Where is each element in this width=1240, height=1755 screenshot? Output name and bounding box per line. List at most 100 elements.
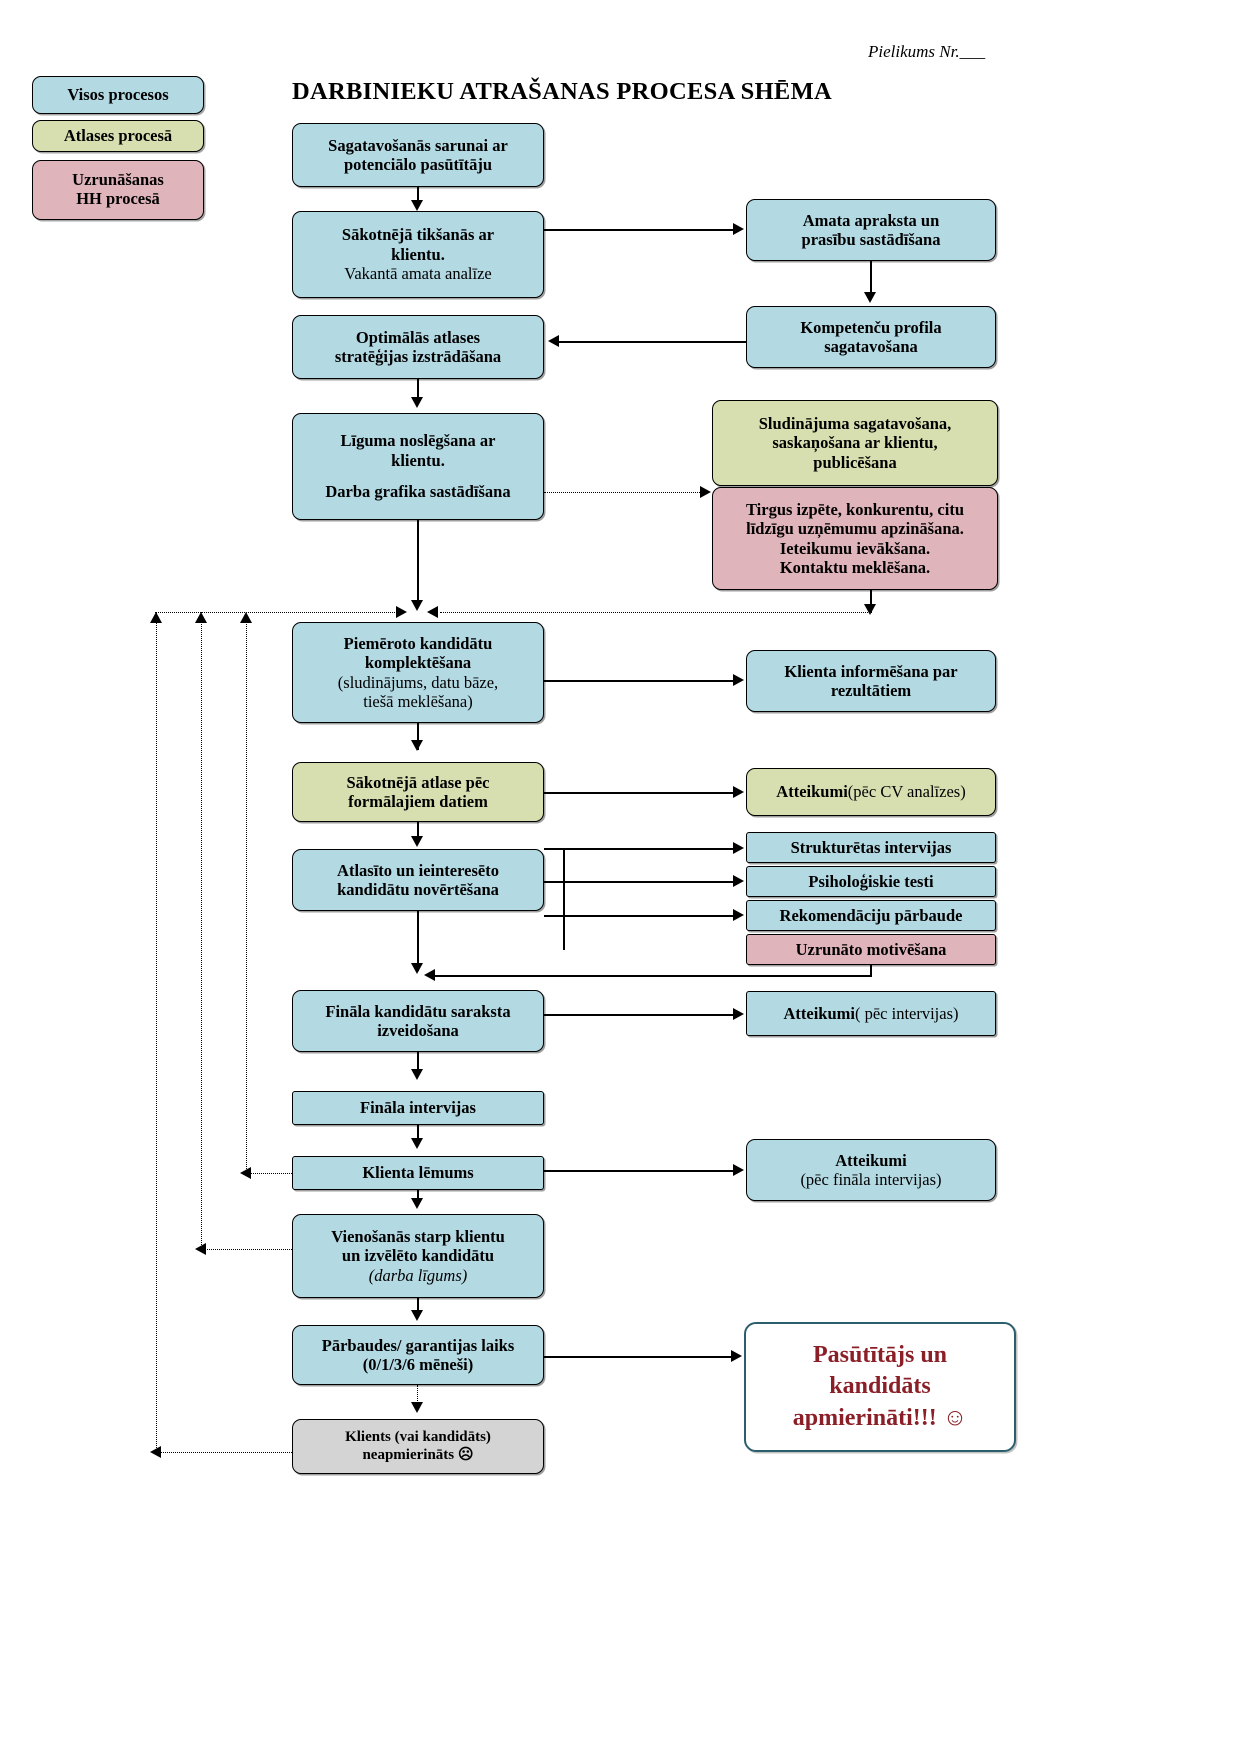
- connector-feedback-bus-dotted: [155, 612, 405, 613]
- connector-n4-n5: [417, 520, 419, 607]
- arrowhead-down: [864, 604, 876, 615]
- node-subline: (pēc CV analīzes): [847, 782, 966, 802]
- success-line: kandidāts: [829, 1373, 931, 1400]
- connector-n3-n4: [417, 379, 419, 400]
- arrowhead-right: [396, 606, 407, 618]
- node-line: Sākotnējā tikšanās ar: [341, 225, 495, 245]
- node-line: Tirgus izpēte, konkurentu, citu: [745, 499, 965, 519]
- node-line: prasību sastādīšana: [801, 230, 941, 249]
- connector-n9-n10: [417, 1125, 419, 1141]
- node-subline: ( pēc intervijas): [854, 1003, 959, 1023]
- node-line: Sagatavošanās sarunai ar: [328, 135, 508, 155]
- connector-n5-r5: [544, 680, 734, 682]
- node-atlasito-kandidatu-novertesana: Atlasīto un ieinteresēto kandidātu novēr…: [292, 849, 544, 911]
- node-line: sagatavošana: [824, 337, 918, 356]
- legend-item-selection-process: Atlases procesā: [32, 120, 204, 152]
- arrowhead-right: [733, 223, 744, 235]
- node-line: publicēšana: [813, 452, 897, 472]
- connector-right-stack-to-n8: [432, 975, 872, 977]
- node-line: Rekomendāciju pārbaude: [779, 905, 963, 925]
- connector-n7-fan-spine: [563, 848, 565, 950]
- connector-n7-out3: [544, 915, 564, 917]
- node-kompetencu-profila-sagatavosana: Kompetenču profila sagatavošana: [746, 306, 996, 368]
- legend-item-hh-process: Uzrunāšanas HH procesā: [32, 160, 204, 220]
- node-success-pasutitajs-kandidats: Pasūtītājs un kandidāts apmierināti!!! ☺: [744, 1322, 1016, 1452]
- arrowhead-up: [150, 612, 162, 623]
- node-line: potenciālo pasūtītāju: [343, 155, 493, 174]
- node-subline: tiešā meklēšana): [363, 691, 473, 711]
- node-sakotneja-tiksanas: Sākotnējā tikšanās ar klientu. Vakantā a…: [292, 211, 544, 298]
- node-sagatavosanas-sarunai: Sagatavošanās sarunai ar potenciālo pasū…: [292, 123, 544, 187]
- connector-n10-r12: [544, 1170, 734, 1172]
- node-line: Ieteikumu ievākšana.: [779, 538, 931, 558]
- node-line: Amata apraksta un: [802, 210, 940, 230]
- arrowhead-right: [733, 909, 744, 921]
- connector-n4-right-dotted: [544, 492, 708, 493]
- node-line: Atteikumi: [835, 1150, 907, 1170]
- arrowhead-right: [733, 786, 744, 798]
- node-line: Līguma noslēgšana ar: [340, 431, 496, 451]
- node-line: rezultātiem: [830, 681, 912, 700]
- node-line: līdzīgu uzņēmumu apzināšana.: [746, 519, 964, 539]
- node-line: neapmierināts ☹: [362, 1446, 474, 1463]
- node-klienta-informesana: Klienta informēšana par rezultātiem: [746, 650, 996, 712]
- connector-n13-feedback-dotted: [158, 1452, 292, 1453]
- arrowhead-down: [411, 200, 423, 211]
- connector-n1-n2: [417, 187, 419, 203]
- node-tirgus-izpete: Tirgus izpēte, konkurentu, citu līdzīgu …: [712, 487, 998, 590]
- node-parbaudes-garantijas-laiks: Pārbaudes/ garantijas laiks (0/1/3/6 mēn…: [292, 1325, 544, 1385]
- connector-right-to-n5-dotted: [440, 612, 872, 613]
- connector-n8-n9: [417, 1052, 419, 1074]
- legend-label-line1: Uzrunāšanas: [72, 170, 164, 190]
- node-atteikumi-pec-intervijas: Atteikumi ( pēc intervijas): [746, 991, 996, 1036]
- connector-n7-out: [544, 848, 564, 850]
- node-line: Sākotnējā atlase pēc: [346, 772, 490, 792]
- arrowhead-left: [548, 335, 559, 347]
- legend-item-all-processes: Visos procesos: [32, 76, 204, 114]
- node-atteikumi-pec-cv: Atteikumi (pēc CV analīzes): [746, 768, 996, 816]
- node-subline: (darba līgums): [368, 1265, 468, 1285]
- arrowhead-left: [195, 1243, 206, 1255]
- arrowhead-left: [150, 1446, 161, 1458]
- node-line: Piemēroto kandidātu: [343, 633, 493, 653]
- node-line: izveidošana: [377, 1021, 459, 1040]
- feedback-rail-outer: [156, 612, 157, 1452]
- node-line: Kompetenču profila: [800, 317, 942, 337]
- arrowhead-up: [195, 612, 207, 623]
- node-amata-apraksta-prasibu: Amata apraksta un prasību sastādīšana: [746, 199, 996, 261]
- node-line: Fināla intervijas: [360, 1098, 476, 1118]
- node-piemeroto-kandidatu-komplektesana: Piemēroto kandidātu komplektēšana (sludi…: [292, 622, 544, 723]
- connector-r4-down: [870, 590, 872, 612]
- arrowhead-right: [733, 842, 744, 854]
- arrowhead-down: [411, 1198, 423, 1209]
- corner-note: Pielikums Nr.___: [868, 42, 986, 61]
- node-sakotneja-atlase-formalajiem: Sākotnējā atlase pēc formālajiem datiem: [292, 762, 544, 822]
- node-sludinajuma-sagatavosana: Sludinājuma sagatavošana, saskaņošana ar…: [712, 400, 998, 486]
- node-strukturetas-intervijas: Strukturētas intervijas: [746, 832, 996, 863]
- arrowhead-right: [733, 674, 744, 686]
- success-line: Pasūtītājs un: [812, 1342, 948, 1369]
- node-line: Vienošanās starp klientu: [331, 1226, 505, 1246]
- arrowhead-left: [424, 969, 435, 981]
- node-finala-intervijas: Fināla intervijas: [292, 1091, 544, 1125]
- node-line: Kontaktu meklēšana.: [779, 557, 931, 577]
- node-optimalas-atlases-strategijas: Optimālās atlases stratēģijas izstrādāša…: [292, 315, 544, 379]
- arrowhead-down: [411, 836, 423, 847]
- connector-n10-n11: [417, 1190, 419, 1200]
- connector-n8-r11: [544, 1014, 734, 1016]
- node-line: Optimālās atlases: [355, 327, 481, 347]
- arrowhead-down: [411, 740, 423, 751]
- node-vienosanas-starp-klientu: Vienošanās starp klientu un izvēlēto kan…: [292, 1214, 544, 1298]
- node-line: komplektēšana: [364, 653, 472, 673]
- node-subline: Vakantā amata analīze: [344, 264, 492, 284]
- connector-n6-r6: [544, 792, 734, 794]
- arrowhead-down: [411, 1138, 423, 1149]
- arrowhead-up: [240, 612, 252, 623]
- connector-n12-success: [544, 1356, 732, 1358]
- node-line: Klienta lēmums: [362, 1163, 474, 1183]
- node-line: saskaņošana ar klientu,: [772, 433, 938, 453]
- feedback-rail-middle: [201, 612, 202, 1249]
- arrowhead-down: [411, 1402, 423, 1413]
- arrowhead-right: [733, 1008, 744, 1020]
- connector-n6-n7: [417, 822, 419, 838]
